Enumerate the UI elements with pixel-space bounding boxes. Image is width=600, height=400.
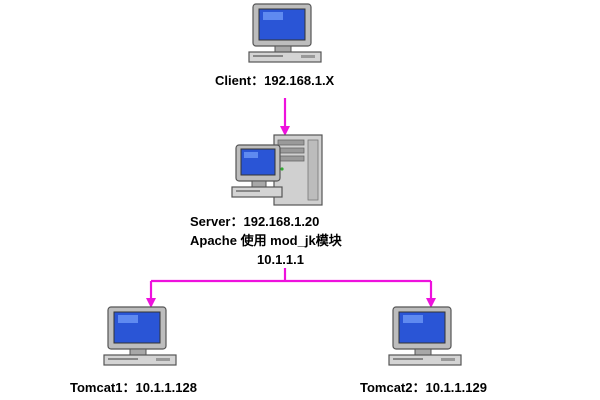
tomcat1-label: Tomcat1：10.1.1.128 [70, 380, 197, 395]
client-node[interactable] [245, 2, 325, 66]
server-label-line2: Apache 使用 mod_jk模块 [190, 233, 342, 248]
server-label-line1: Server：192.168.1.20 [190, 214, 320, 229]
client-label: Client：192.168.1.X [215, 73, 335, 88]
tomcat1-node[interactable] [100, 305, 180, 369]
desktop-computer-icon [248, 3, 322, 63]
server-tower-icon [231, 134, 323, 206]
server-label-line3: 10.1.1.1 [257, 252, 304, 267]
desktop-computer-icon [103, 306, 177, 366]
desktop-computer-icon [388, 306, 462, 366]
tomcat2-label: Tomcat2：10.1.1.129 [360, 380, 487, 395]
tomcat2-node[interactable] [385, 305, 465, 369]
server-node[interactable] [230, 131, 330, 207]
